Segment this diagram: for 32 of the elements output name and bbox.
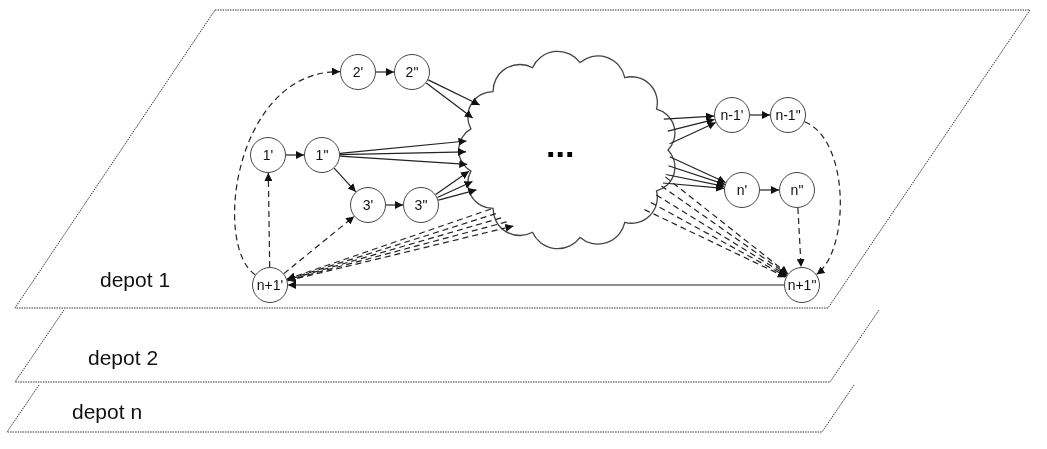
ellipsis-text: ... xyxy=(546,128,575,162)
arrow xyxy=(427,79,481,106)
arrow xyxy=(339,137,468,154)
plane-label: depot 2 xyxy=(88,346,159,370)
arrow xyxy=(435,170,470,196)
dashed-arrow xyxy=(643,209,787,278)
dashed-arrow xyxy=(234,68,341,276)
plane-label: depot n xyxy=(72,400,143,424)
arrow xyxy=(375,68,395,76)
arrow xyxy=(425,82,474,119)
arrow xyxy=(287,281,785,289)
arrow xyxy=(333,167,357,193)
dashed-arrow xyxy=(283,215,355,275)
arrow xyxy=(436,180,474,199)
dashed-arrow xyxy=(796,207,805,268)
arrow xyxy=(749,111,771,119)
dashed-arrow xyxy=(804,121,841,275)
arrow xyxy=(662,182,725,192)
arrow xyxy=(437,188,478,201)
arrow xyxy=(663,112,715,121)
arrow xyxy=(665,173,725,189)
arrow xyxy=(759,186,780,194)
arrow xyxy=(285,151,305,159)
dashed-arrow xyxy=(264,172,273,268)
arrow xyxy=(669,156,727,184)
arrow xyxy=(669,121,717,145)
arrow xyxy=(667,165,726,186)
arrow xyxy=(667,117,716,132)
arrow xyxy=(339,148,467,156)
arrow xyxy=(385,201,404,209)
plane-label: depot 1 xyxy=(100,268,171,292)
arrow xyxy=(339,155,468,168)
